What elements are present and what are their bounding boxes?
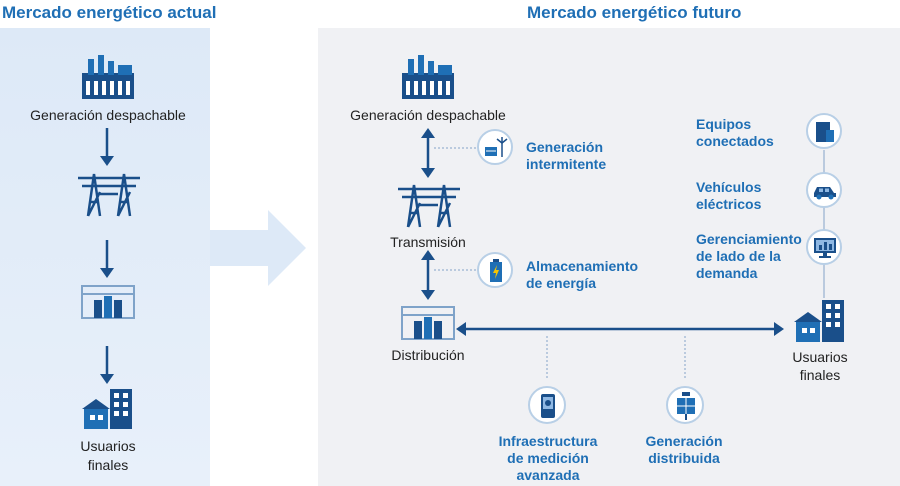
substation-icon [81,285,135,319]
transmission-label: Transmisión [390,234,466,250]
monitor-icon [814,238,836,258]
distributed-generation-circle [666,386,704,424]
metering-label-2: de medición [507,450,589,466]
current-end-users-label-2: finales [87,457,129,473]
double-arrow-icon [421,250,435,300]
intermittent-generation-circle [477,129,513,165]
current-market-title: Mercado energético actual [2,3,217,22]
future-market-panel [318,28,900,486]
devices-label-1: Equipos [696,116,752,132]
storage-label-2: de energía [526,275,597,291]
current-end-users-label-1: Usuarios [80,438,136,454]
current-generation-label: Generación despachable [30,107,186,123]
connector-line [434,147,482,149]
vehicles-label-1: Vehículos [696,179,762,195]
distributed-label-1: Generación [645,433,723,449]
devices-icon [816,122,834,142]
smart-meter-circle [528,386,566,424]
intermittent-label-1: Generación [526,139,604,155]
intermittent-label-2: intermitente [526,156,607,172]
transition-arrow-icon [210,210,306,286]
flow-arrow-icon [100,128,114,166]
flow-arrow-icon [100,240,114,278]
buildings-icon [794,300,844,342]
transmission-tower-icon [78,173,140,217]
metering-label-3: avanzada [516,467,580,483]
double-arrow-icon [421,128,435,178]
demand-label-3: demanda [696,265,758,281]
energy-storage-circle [477,252,513,288]
future-end-users-label-1: Usuarios [792,349,848,365]
factory-icon [402,55,454,99]
connector-line [546,336,548,380]
solar-panel-icon [677,392,695,420]
horizontal-double-arrow-icon [456,322,784,336]
distribution-label: Distribución [391,347,465,363]
smart-meter-icon [541,394,555,418]
metering-label-1: Infraestructura [498,433,598,449]
factory-icon [82,55,134,99]
wind-solar-icon [485,137,508,157]
vehicles-label-2: eléctricos [696,196,762,212]
storage-label-1: Almacenamiento [526,258,639,274]
future-generation-label: Generación despachable [350,107,506,123]
devices-label-2: conectados [696,133,774,149]
flow-arrow-icon [100,346,114,384]
substation-icon [401,306,455,340]
transmission-tower-icon [398,184,460,228]
future-market-title: Mercado energético futuro [527,3,742,22]
connector-line [434,269,482,271]
distributed-label-2: distribuida [648,450,720,466]
demand-management-circle [806,229,842,265]
battery-icon [490,259,502,282]
electric-car-icon [814,187,836,200]
demand-label-1: Gerenciamiento [696,231,802,247]
connected-devices-circle [806,113,842,149]
demand-label-2: de lado de la [696,248,781,264]
connector-line [684,336,686,380]
electric-vehicles-circle [806,172,842,208]
future-end-users-label-2: finales [799,367,841,383]
buildings-icon [82,389,132,429]
